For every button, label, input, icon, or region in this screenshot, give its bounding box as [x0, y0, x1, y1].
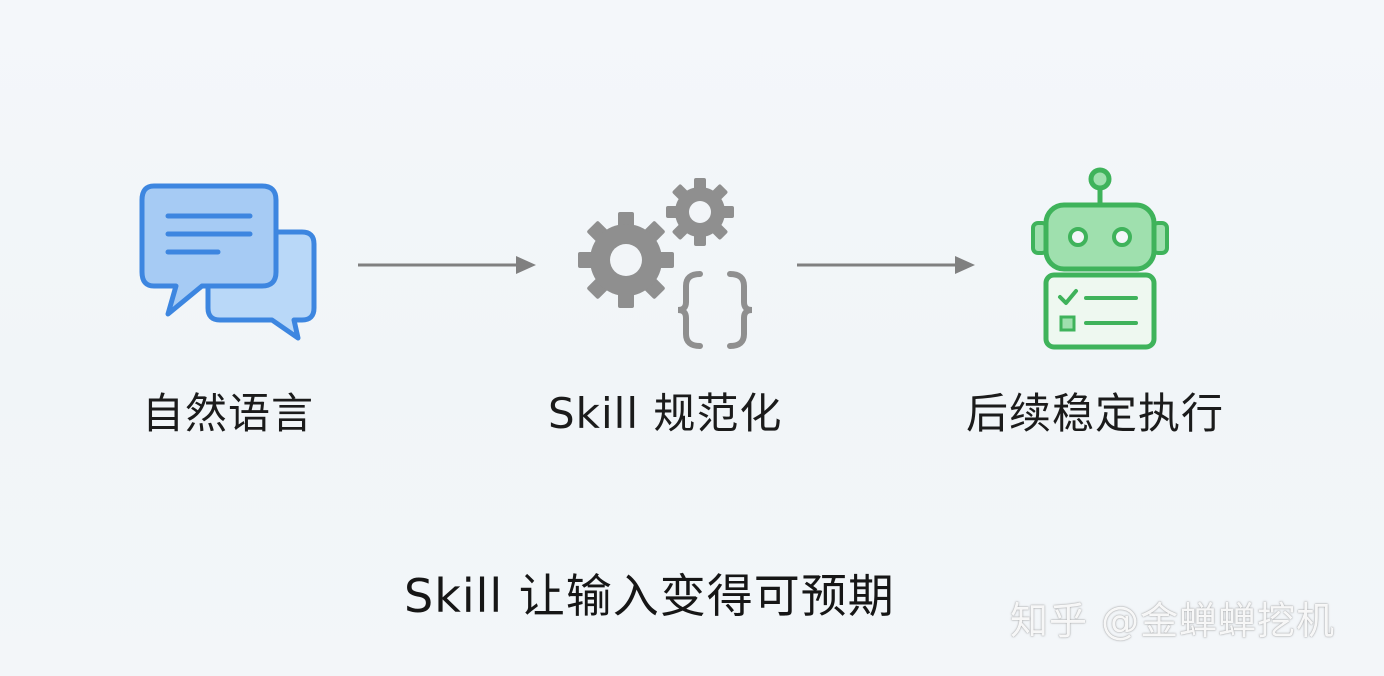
step-label-stable-execution: 后续稳定执行 [966, 389, 1225, 438]
chat-bubbles-icon [139, 183, 317, 341]
arrow-right-icon [797, 256, 975, 274]
watermark: 知乎 @金蝉蝉挖机 [1010, 599, 1336, 643]
gears-braces-icon [578, 178, 753, 349]
arrow-right-icon [358, 256, 536, 274]
diagram-caption: Skill 让输入变得可预期 [404, 569, 895, 623]
robot-checklist-icon [1031, 167, 1169, 350]
step-label-skill-normalize: Skill 规范化 [548, 389, 783, 438]
step-label-natural-language: 自然语言 [142, 389, 315, 438]
